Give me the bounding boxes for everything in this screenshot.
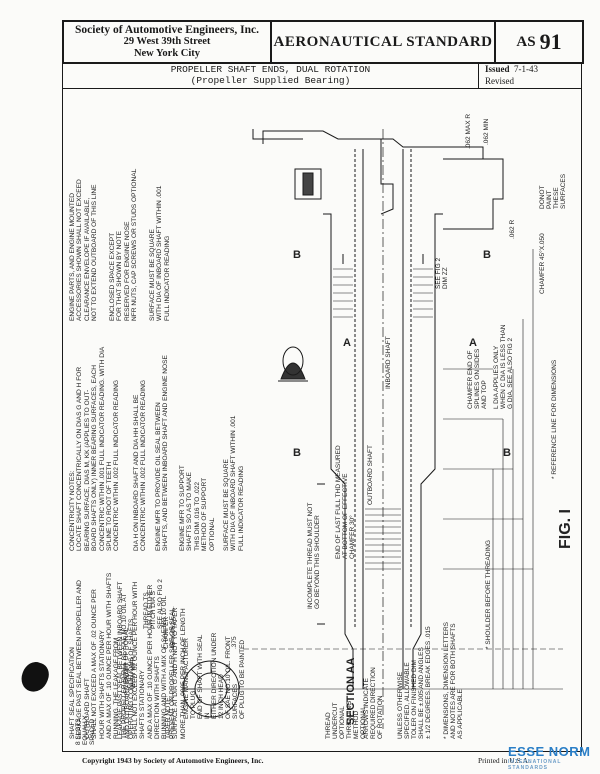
footer: Copyright 1943 by Society of Automotive … [62,752,580,770]
note-enclosed: ENCLOSED SPACE EXCEPT FOR THAT SHOWN BY … [109,168,139,321]
header-block: Society of Automotive Engineers, Inc. 29… [62,20,584,64]
flange-right-lower [443,158,504,230]
standard-label: AERONAUTICAL STANDARD [272,22,496,62]
label-chamfer-dim: CHAMFER 45°X.062 [163,616,177,649]
outer-profile-right [412,213,443,689]
issued-value: 7-1-43 [514,64,539,74]
label-inboard-shaft: INBOARD SHAFT [385,336,392,389]
label-dimensions: * DIMENSIONS, DIMENSION LETTERS AND NOTE… [443,621,464,739]
issued-row: Issued 7-1-43 [485,63,581,75]
copyright: Copyright 1943 by Society of Automotive … [82,756,264,765]
label-incomplete: INCOMPLETE THREAD MUST NOT GO BEYOND THI… [307,502,321,609]
label-outboard-shaft: OUTBOARD SHAFT [367,445,374,505]
drawing-frame: SHAFT SEAL SPECIFICATION LEAKAGE PAST SE… [62,89,582,752]
label-b-right: B [503,447,511,459]
label-donot-paint: DONOT PAINT THESE SURFACES [539,173,567,209]
label-375: .375 [231,636,238,649]
as-number: 91 [539,29,562,54]
note-engine-mfr-2: ENGINE MFR TO SUPPORT SHAFTS SO AS TO MA… [179,465,216,551]
label-dia-applies: L DIA APPLIES ONLY WHEN C DIA IS LESS TH… [493,324,514,409]
label-reference: * REFERENCE LINE FOR DIMENSIONS [551,359,558,479]
label-b-top-right: B [483,249,491,261]
label-chamfer-2: CHAMFER 45°x.050 [539,233,546,294]
nut-core [302,172,314,196]
note-square-2: SURFACE MUST BE SQUARE WITH DIA OF INBOA… [149,185,171,321]
label-section-aa: SECTION AA [345,657,357,725]
label-062-r: .062 R [509,219,516,239]
note-concentricity: CONCENTRICITY NOTES: LOCATE SHAFT CONCEN… [69,347,121,551]
note-engine-mfr: ENGINE MFR TO PROVIDE OIL SEAL BETWEEN S… [155,355,170,551]
org-city: New York City [133,48,201,59]
revised-label: Revised [485,76,514,86]
flange-right [381,138,484,159]
label-thread-ts: THREAD TS PITCH DIA S SEE ALSO FIG 2 [143,579,164,629]
spline-hatch [333,268,433,318]
label-unless: UNLESS OTHERWISE SPECIFIED, ALLOWABLE TO… [397,626,432,739]
section-cc-nut [280,362,306,380]
thread-hatch [365,508,401,570]
label-b-top-left: B [293,249,301,261]
section-marks [317,483,325,625]
label-arrows: ARROWS INDICATE REQUIRED DIRECTION OF RO… [363,667,384,739]
dates-block: Issued 7-1-43 Revised [479,62,581,88]
note-dia-inboard: DIA H ON INBOARD SHAFT AND DIA HH SHALL … [133,380,148,551]
label-end-thread: END OF LAST FULL THD MEASURED AT BOTTOM … [335,445,356,559]
as-prefix: AS [516,33,536,50]
ink-blot [17,658,53,696]
title-line-1: PROPELLER SHAFT ENDS, DUAL ROTATION [170,64,371,75]
watermark-sub: INTERNATIONAL STANDARDS [508,759,562,771]
watermark-name: ESSE NORM [508,744,591,759]
watermark-logo: ESSE NORM INTERNATIONAL STANDARDS [508,744,600,771]
note-engine-parts: ENGINE PARTS, AND ENGINE MOUNTED ACCESSO… [69,179,99,321]
label-see-fig: SEE FIG 2 DIM ZZ [435,257,449,289]
printed-in: Printed in U.S.A. [478,756,530,765]
label-shoulder: * SHOULDER BEFORE THREADING [485,540,492,649]
label-slots: 8 SLOTS EQUALLY SPACED [75,715,96,745]
title-line-2: (Propeller Supplied Bearing) [190,75,351,86]
section-aa-slots [183,661,239,717]
standard-number-block: AS 91 [496,22,582,62]
note-square: SURFACE MUST BE SQUARE WITH DIA OF INBOA… [223,415,245,551]
shaft-drawing [182,129,563,729]
title-row: PROPELLER SHAFT ENDS, DUAL ROTATION (Pro… [62,62,582,89]
dimension-lines [183,249,563,690]
org-street: 29 West 39th Street [123,36,211,47]
flange-outline [262,130,394,215]
organization-block: Society of Automotive Engineers, Inc. 29… [64,22,272,62]
label-062-min: .062 MIN [483,118,490,145]
flange-base [252,129,303,140]
label-chamfer: CHAMFER END OF SPLINES ON SIDES AND TOP [467,348,488,409]
label-fig: FIG. I [557,509,574,549]
label-center-optional: CENTER OPTIONAL WITH MFR [123,627,137,689]
label-b-left: B [293,447,301,459]
label-062-max: .062 MAX R [465,113,472,149]
issued-label: Issued [485,64,510,74]
org-name: Society of Automotive Engineers, Inc. [75,24,259,36]
document-title: PROPELLER SHAFT ENDS, DUAL ROTATION (Pro… [63,62,479,88]
label-a-right: A [469,337,477,349]
section-b-arrows [342,254,424,264]
label-a-left: A [343,337,351,349]
nut [294,168,322,200]
section-cc-outline [282,346,304,376]
